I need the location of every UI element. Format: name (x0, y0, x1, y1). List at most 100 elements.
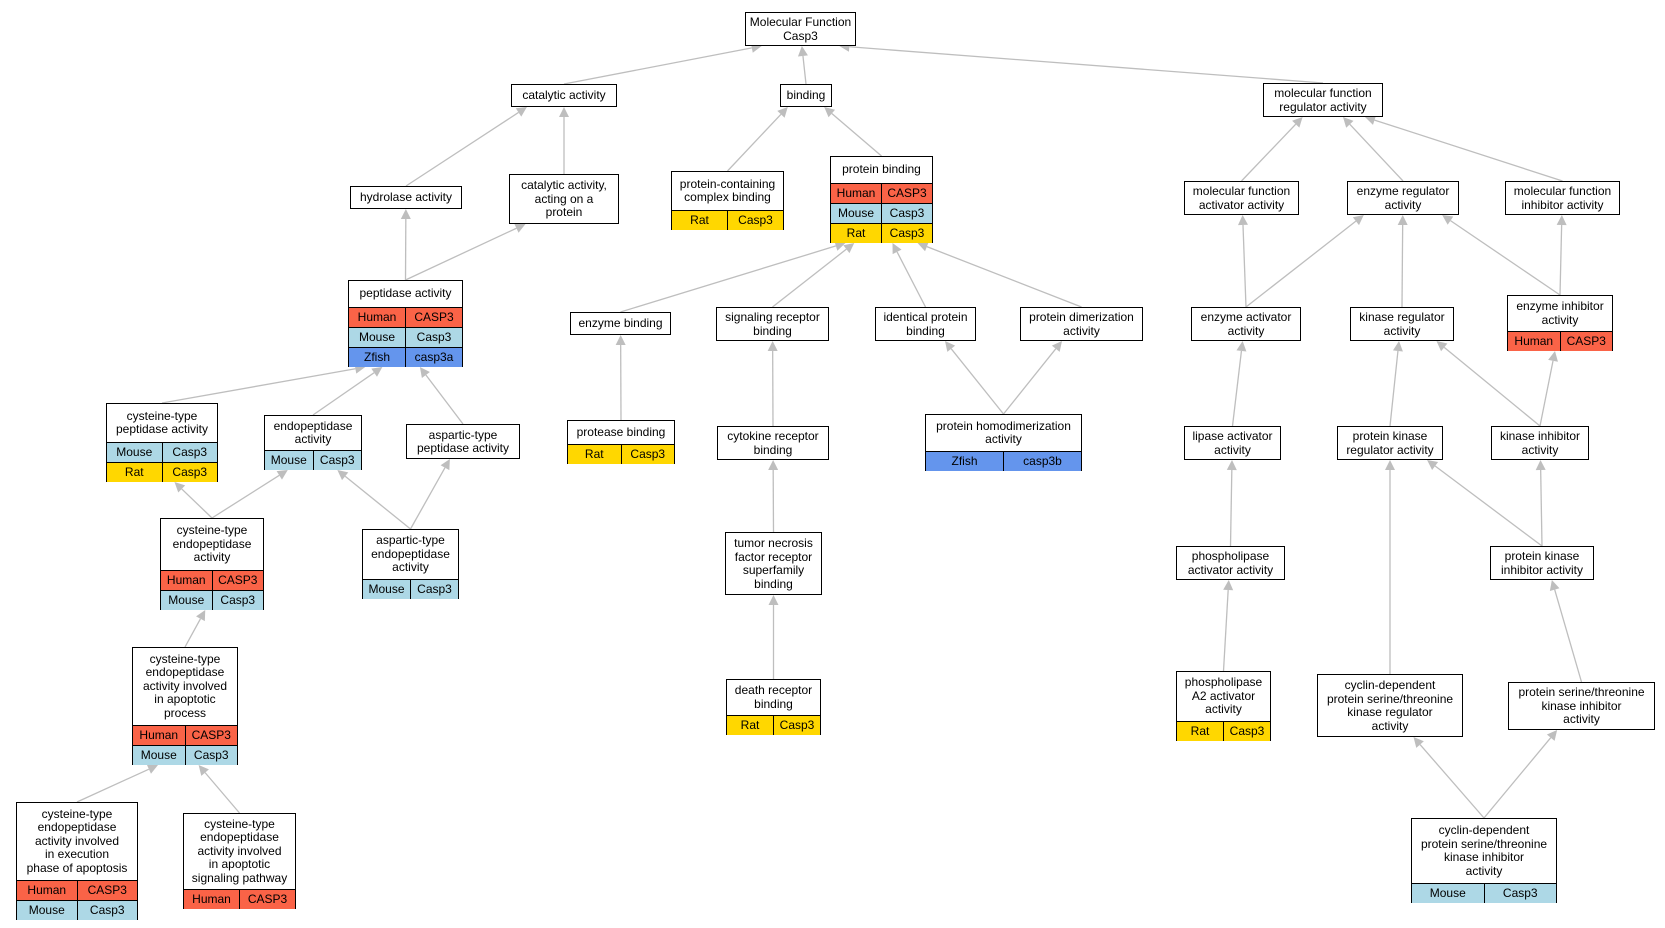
edge-arrowhead (1427, 460, 1439, 470)
go-term-node-enzact: enzyme activator activity (1191, 307, 1301, 341)
edge-line (181, 488, 213, 519)
edge-arrowhead (767, 341, 778, 352)
go-term-node-mfact: molecular function activator activity (1184, 181, 1299, 215)
term-label: aspartic-type endopeptidase activity (371, 533, 450, 575)
go-term-node-catalytic: catalytic activity (511, 84, 617, 107)
go-term-node-binding: binding (780, 84, 832, 107)
edge-arrowhead (843, 243, 855, 254)
edge-line (405, 111, 519, 187)
species-label: Human (1508, 332, 1560, 351)
species-label: Mouse (107, 443, 162, 462)
gene-label: Casp3 (161, 443, 217, 462)
edge-line (1554, 589, 1583, 683)
gene-label: CASP3 (76, 881, 137, 900)
edge-arrowhead (1397, 215, 1408, 226)
go-term-node-enzbind: enzyme binding (570, 312, 671, 335)
term-label: cysteine-type endopeptidase activity (172, 523, 252, 565)
go-term-node-sigrec: signaling receptor binding (716, 307, 829, 341)
term-label: death receptor binding (734, 683, 813, 711)
term-label: cyclin-dependent protein serine/threonin… (1326, 678, 1454, 733)
edge-line (1241, 123, 1297, 182)
edge-arrowhead (945, 341, 956, 352)
edge-arrowhead (892, 243, 902, 255)
go-term-node-enzreg: enzyme regulator activity (1347, 181, 1459, 215)
species-label: Human (133, 726, 185, 745)
edge-line (1450, 220, 1561, 296)
edge-arrowhead (768, 460, 779, 471)
edge-line (1401, 224, 1404, 308)
go-term-node-stinh: protein serine/threonine kinase inhibito… (1508, 682, 1655, 730)
go-term-node-protdimer: protein dimerization activity (1020, 307, 1143, 341)
term-label: enzyme regulator activity (1356, 184, 1450, 212)
species-label: Rat (1177, 722, 1223, 741)
edge-arrowhead (777, 107, 788, 118)
term-label: cytokine receptor binding (727, 429, 819, 457)
go-term-node-cdkreg: cyclin-dependent protein serine/threonin… (1317, 674, 1463, 737)
edge-line (1245, 220, 1357, 308)
term-label: cysteine-type endopeptidase activity inv… (26, 806, 128, 875)
edge-arrowhead (1365, 115, 1377, 125)
gene-label: Casp3 (773, 716, 820, 735)
go-term-node-cystsig: cysteine-type endopeptidase activity inv… (183, 813, 296, 909)
edge-line (405, 227, 517, 281)
edge-arrowhead (768, 595, 779, 605)
go-term-node-catprot: catalytic activity, acting on a protein (509, 174, 619, 224)
edge-arrowhead (1548, 351, 1558, 362)
term-label: molecular function inhibitor activity (1513, 184, 1612, 212)
gene-label: CASP3 (405, 308, 462, 327)
edge-line (1231, 350, 1243, 427)
species-label: Rat (831, 224, 881, 243)
edge-arrowhead (559, 107, 569, 117)
edge-arrowhead (440, 459, 450, 471)
go-term-node-lipase: lipase activator activity (1184, 426, 1281, 460)
go-term-node-protkinreg: protein kinase regulator activity (1337, 426, 1443, 460)
edge-arrowhead (1436, 341, 1448, 352)
term-label: protein kinase inhibitor activity (1500, 549, 1584, 577)
gene-label: Casp3 (211, 591, 263, 610)
edge-line (204, 772, 240, 814)
term-label: molecular function activator activity (1192, 184, 1291, 212)
edge-arrowhead (146, 764, 158, 774)
term-label: molecular function regulator activity (1274, 86, 1372, 114)
term-label: endopeptidase activity (273, 418, 353, 446)
go-term-node-identprot: identical protein binding (875, 307, 976, 341)
term-label: protease binding (576, 424, 666, 439)
go-term-node-mf: Molecular Function Casp3 (745, 12, 856, 46)
edge-arrowhead (196, 610, 206, 622)
edge-line (1539, 360, 1554, 427)
edge-arrowhead (371, 367, 383, 377)
edge-line (1419, 744, 1485, 819)
term-label: phospholipase activator activity (1187, 549, 1274, 577)
edge-arrowhead (1556, 215, 1567, 226)
term-label: enzyme activator activity (1200, 310, 1292, 338)
gene-label: CASP3 (184, 726, 237, 745)
edge-arrowhead (1226, 460, 1237, 471)
species-label: Mouse (1412, 884, 1484, 903)
gene-label: Casp3 (405, 328, 462, 347)
go-term-node-cystexec: cysteine-type endopeptidase activity inv… (16, 802, 138, 920)
edge-line (849, 46, 1324, 84)
species-label: Zfish (926, 452, 1003, 471)
term-label: cysteine-type peptidase activity (115, 408, 209, 436)
edge-line (409, 467, 446, 530)
term-label: cysteine-type endopeptidase activity inv… (191, 816, 288, 885)
gene-label: CASP3 (881, 184, 932, 203)
go-term-node-cystapop: cysteine-type endopeptidase activity inv… (132, 647, 238, 765)
species-label: Rat (568, 445, 621, 464)
